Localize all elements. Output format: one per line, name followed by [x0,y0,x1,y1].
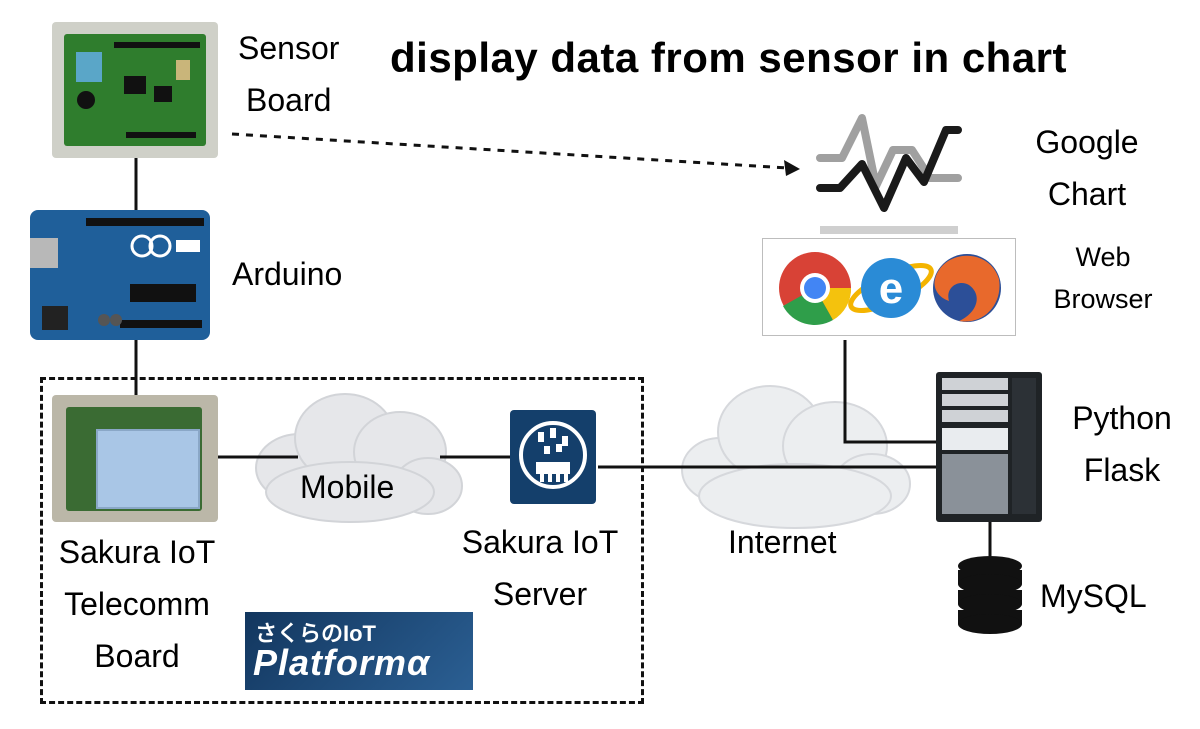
internet-label: Internet [728,524,837,560]
internet-cloud-icon [681,385,911,529]
dashed-arrow-line [231,132,789,170]
iot-server-label-line2: Server [492,576,588,612]
chart-icon [816,114,962,234]
telecomm-label-line3: Board [94,638,180,674]
diagram-title: display data from sensor in chart [390,34,1068,81]
platform-logo-en: Platformα [253,642,431,683]
python-flask-label: Python Flask [1058,392,1186,496]
svg-text:e: e [879,264,903,313]
google-chart-label-line2: Chart [1047,176,1127,212]
dashed-arrow-head [784,160,800,176]
link-browser-flask [843,340,938,444]
ie-icon: e [848,258,934,318]
database-icon [958,556,1022,634]
mobile-label: Mobile [300,469,395,505]
sensor-board-label-line2: Board [246,82,332,118]
telecomm-label-line1: Sakura IoT [58,534,216,570]
web-browser-label-line1: Web [1075,242,1131,272]
google-chart-label-line1: Google [1035,124,1139,160]
sakura-iot-platform-logo: さくらのIoT Platformα [245,612,473,690]
telecomm-label: Sakura IoT Telecomm Board [44,526,230,682]
iot-server-label: Sakura IoT Server [442,516,638,620]
sensor-board-photo [52,22,218,158]
firefox-icon [933,254,1001,322]
telecomm-board-photo [52,395,218,522]
sakura-platform-boundary [40,377,644,704]
python-flask-label-line1: Python [1072,400,1172,436]
telecomm-label-line2: Telecomm [64,586,210,622]
server-tower-icon [936,372,1042,522]
iot-server-label-line1: Sakura IoT [461,524,619,560]
web-browser-label: Web Browser [1040,236,1166,320]
mobile-cloud-icon [255,393,463,523]
mysql-label: MySQL [1040,578,1147,614]
iot-server-icon [510,410,596,504]
browser-icons: e [762,238,1016,336]
google-chart-label: Google Chart [1024,116,1150,220]
arduino-label: Arduino [232,256,343,292]
python-flask-label-line2: Flask [1083,452,1161,488]
sensor-board-label-line1: Sensor [238,30,340,66]
platform-logo-jp: さくらのIoT [255,621,376,646]
web-browser-label-line2: Browser [1053,284,1153,314]
chrome-icon [779,252,852,325]
arduino-photo [30,210,210,340]
sensor-board-label: Sensor Board [238,22,339,126]
